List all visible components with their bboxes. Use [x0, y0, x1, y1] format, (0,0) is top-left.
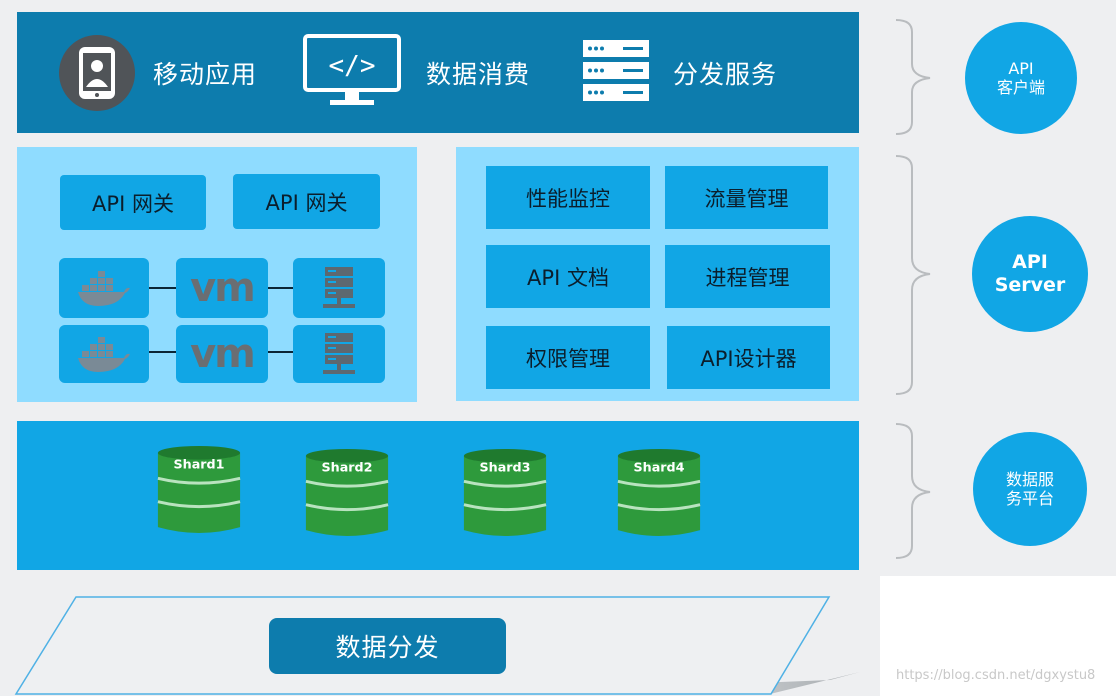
brace-server	[895, 155, 931, 395]
data-platform-band: Shard1 Shard2 Shard3 Shard4	[17, 421, 859, 570]
distribute-service-item: 分发服务	[583, 12, 777, 133]
data-platform-label-line1: 数据服	[1005, 469, 1054, 489]
docker-whale-icon	[78, 271, 130, 306]
brace-data	[895, 423, 931, 559]
feature-process-management: 进程管理	[665, 245, 830, 308]
shard-database-2: Shard2	[305, 448, 389, 537]
shard-label: Shard1	[174, 456, 225, 471]
api-client-label-line1: API	[1008, 58, 1034, 78]
shard-label: Shard2	[322, 459, 373, 474]
mobile-app-item: 移动应用	[59, 12, 257, 133]
link-line	[268, 351, 293, 353]
vm-logo-icon: vm	[190, 331, 256, 377]
data-consume-label: 数据消费	[426, 59, 531, 89]
api-client-circle: API 客户端	[965, 22, 1077, 134]
shard-label: Shard4	[634, 459, 685, 474]
gateway-panel: API 网关 API 网关 vm	[17, 147, 417, 402]
layer-braces	[895, 19, 931, 559]
server-stack-icon	[323, 267, 355, 308]
feature-api-docs: API 文档	[486, 245, 650, 308]
data-consume-item: </> 数据消费	[302, 12, 530, 133]
api-server-label-line2: Server	[994, 274, 1066, 296]
server-node-1	[293, 258, 385, 318]
server-node-2	[293, 325, 385, 383]
corner-background	[880, 576, 1116, 696]
brace-client	[895, 19, 931, 135]
feature-performance-monitor: 性能监控	[486, 166, 650, 229]
docker-node-2	[59, 325, 149, 383]
feature-traffic-management: 流量管理	[665, 166, 828, 229]
mobile-phone-icon	[59, 34, 135, 111]
link-line	[149, 287, 176, 289]
vm-logo-icon: vm	[190, 265, 256, 311]
feature-panel: 性能监控 流量管理 API 文档 进程管理 权限管理 API设计器	[456, 147, 859, 401]
docker-whale-icon	[78, 337, 130, 372]
feature-api-designer: API设计器	[667, 326, 830, 389]
code-monitor-icon: </>	[302, 32, 402, 114]
vm-node-2: vm	[176, 325, 268, 383]
shard-label: Shard3	[480, 459, 531, 474]
shard-database-3: Shard3	[463, 448, 547, 537]
data-platform-circle: 数据服 务平台	[973, 432, 1087, 546]
watermark-text: https://blog.csdn.net/dgxystu8	[896, 668, 1096, 683]
mobile-app-label: 移动应用	[153, 59, 258, 89]
api-server-circle: API Server	[972, 216, 1088, 332]
feature-permission-management: 权限管理	[486, 326, 650, 389]
shard-database-4: Shard4	[617, 448, 701, 537]
client-layer-band: 移动应用 </> 数据消费	[17, 12, 859, 133]
svg-text:</>: </>	[329, 51, 376, 81]
api-server-label-line1: API	[1012, 251, 1048, 274]
docker-node-1	[59, 258, 149, 318]
link-line	[149, 351, 176, 353]
api-gateway-box-2: API 网关	[233, 174, 380, 229]
api-gateway-box-1: API 网关	[60, 175, 206, 230]
data-distribution-box: 数据分发	[269, 618, 506, 674]
shard-database-1: Shard1	[157, 445, 241, 534]
server-rack-icon	[583, 39, 649, 106]
distribute-service-label: 分发服务	[673, 59, 778, 89]
api-client-label-line2: 客户端	[996, 78, 1045, 97]
vm-node-1: vm	[176, 258, 268, 318]
server-stack-icon	[323, 333, 355, 374]
link-line	[268, 287, 293, 289]
data-platform-label-line2: 务平台	[1005, 489, 1054, 508]
